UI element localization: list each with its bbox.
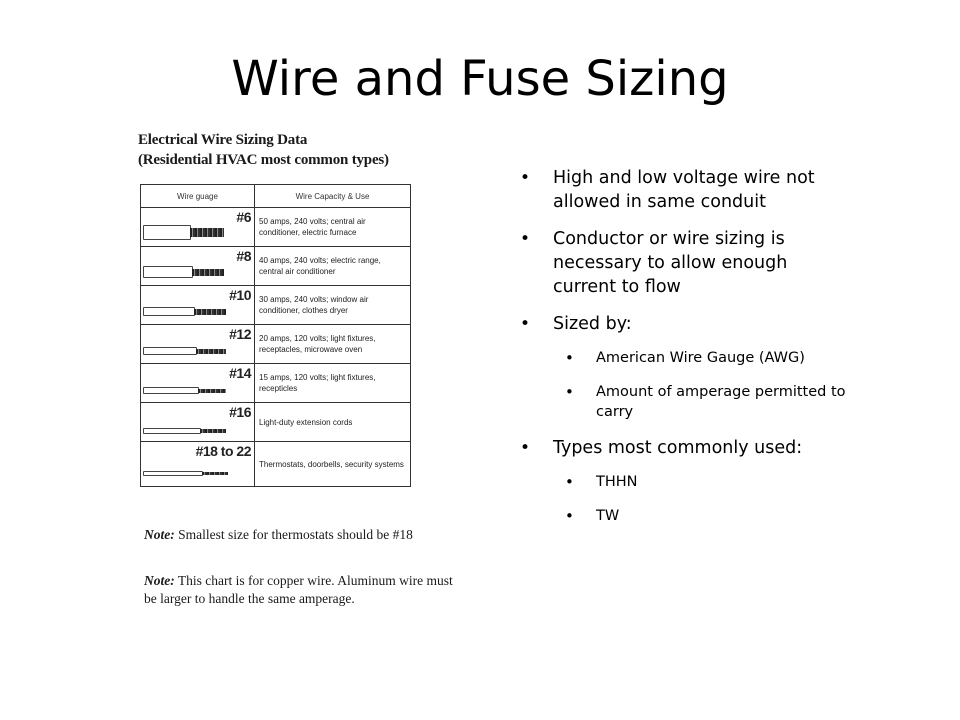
header-wire-gauge: Wire guage (140, 184, 255, 208)
wire-illustration (143, 428, 226, 434)
note-copper-wire: Note: This chart is for copper wire. Alu… (144, 572, 454, 608)
note-thermostat: Note: Smallest size for thermostats shou… (144, 526, 454, 544)
use-cell: 30 amps, 240 volts; window air condition… (254, 285, 411, 325)
wire-illustration (143, 471, 228, 476)
note-text: Smallest size for thermostats should be … (178, 527, 413, 542)
wire-sizing-chart-image: Electrical Wire Sizing Data (Residential… (138, 130, 453, 620)
gauge-label: #16 (229, 404, 251, 420)
sub-bullet-item: TW (518, 506, 848, 526)
table-row: #16 Light-duty extension cords (140, 402, 411, 442)
bullet-text: Conductor or wire sizing is necessary to… (553, 229, 788, 297)
gauge-cell: #16 (140, 402, 255, 442)
note-text: This chart is for copper wire. Aluminum … (144, 573, 453, 606)
bullet-item: Sized by: (518, 312, 848, 336)
sub-bullet-item: American Wire Gauge (AWG) (518, 348, 848, 368)
gauge-label: #8 (236, 248, 251, 264)
gauge-label: #6 (236, 209, 251, 225)
note-label: Note: (144, 573, 175, 588)
wire-illustration (143, 387, 226, 394)
table-row: #18 to 22 Thermostats, doorbells, securi… (140, 441, 411, 487)
bullet-text: Sized by: (553, 314, 632, 334)
table-row: #6 50 amps, 240 volts; central air condi… (140, 207, 411, 247)
wire-illustration (143, 225, 224, 240)
gauge-cell: #8 (140, 246, 255, 286)
bullet-list: High and low voltage wire not allowed in… (518, 166, 848, 540)
bullet-item: Conductor or wire sizing is necessary to… (518, 227, 848, 299)
gauge-cell: #12 (140, 324, 255, 364)
gauge-label: #12 (229, 326, 251, 342)
table-row: #14 15 amps, 120 volts; light fixtures, … (140, 363, 411, 403)
gauge-cell: #6 (140, 207, 255, 247)
gauge-cell: #14 (140, 363, 255, 403)
gauge-label: #14 (229, 365, 251, 381)
bullet-text: Types most commonly used: (553, 438, 803, 458)
bullet-text: TW (596, 508, 620, 524)
gauge-cell: #18 to 22 (140, 441, 255, 487)
use-cell: 15 amps, 120 volts; light fixtures, rece… (254, 363, 411, 403)
use-cell: 20 amps, 120 volts; light fixtures, rece… (254, 324, 411, 364)
table-row: #12 20 amps, 120 volts; light fixtures, … (140, 324, 411, 364)
gauge-label: #18 to 22 (195, 443, 252, 459)
note-label: Note: (144, 527, 175, 542)
use-cell: 40 amps, 240 volts; electric range, cent… (254, 246, 411, 286)
use-cell: Thermostats, doorbells, security systems (254, 441, 411, 487)
chart-title-line-1: Electrical Wire Sizing Data (138, 132, 308, 148)
use-cell: Light-duty extension cords (254, 402, 411, 442)
gauge-cell: #10 (140, 285, 255, 325)
table-row: #8 40 amps, 240 volts; electric range, c… (140, 246, 411, 286)
chart-title-line-2: (Residential HVAC most common types) (138, 152, 389, 168)
table-header-row: Wire guage Wire Capacity & Use (140, 184, 411, 208)
bullet-item: High and low voltage wire not allowed in… (518, 166, 848, 214)
header-wire-capacity: Wire Capacity & Use (254, 184, 411, 208)
sub-bullet-item: THHN (518, 472, 848, 492)
use-cell: 50 amps, 240 volts; central air conditio… (254, 207, 411, 247)
bullet-text: THHN (596, 474, 638, 490)
gauge-label: #10 (229, 287, 251, 303)
bullet-text: Amount of amperage permitted to carry (596, 384, 846, 420)
wire-illustration (143, 347, 226, 355)
table-row: #10 30 amps, 240 volts; window air condi… (140, 285, 411, 325)
bullet-item: Types most commonly used: (518, 436, 848, 460)
slide-title: Wire and Fuse Sizing (231, 51, 729, 107)
bullet-text: American Wire Gauge (AWG) (596, 350, 805, 366)
wire-illustration (143, 266, 224, 278)
bullet-text: High and low voltage wire not allowed in… (553, 168, 815, 212)
wire-sizing-table: Wire guage Wire Capacity & Use #6 50 amp… (140, 184, 411, 487)
sub-bullet-item: Amount of amperage permitted to carry (518, 382, 848, 422)
wire-illustration (143, 307, 226, 316)
